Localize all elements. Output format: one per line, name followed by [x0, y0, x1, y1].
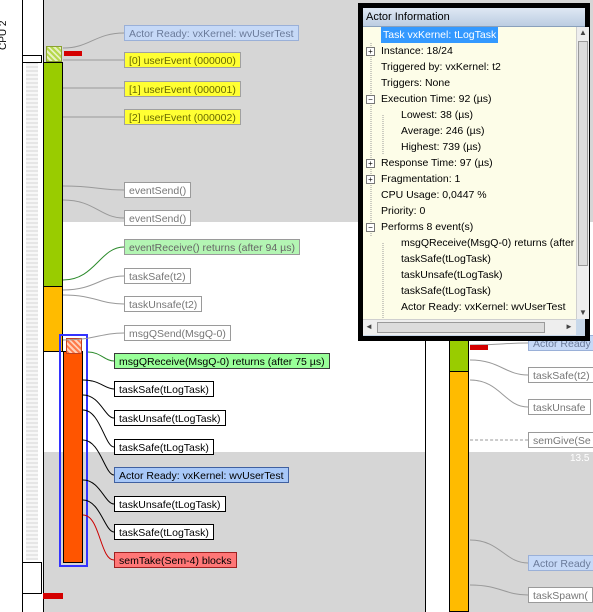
- event-actor-ready-2[interactable]: Actor Ready: vxKernel: wvUserTest: [114, 467, 289, 483]
- actor-information-panel[interactable]: Actor Information Task vxKernel: tLogTas…: [358, 3, 590, 341]
- event-user-event-2[interactable]: [2] userEvent (000002): [124, 109, 241, 125]
- panel-title: Actor Information: [363, 8, 585, 27]
- horizontal-scroll-thumb[interactable]: [377, 322, 545, 333]
- tree-row-event-actor-ready-label: Actor Ready: vxKernel: wvUserTest: [401, 301, 566, 313]
- marker-red-bottom: [43, 593, 63, 599]
- event-event-send-2[interactable]: eventSend(): [124, 210, 192, 226]
- marker-red-top: [64, 51, 82, 56]
- event-task-unsafe-tlog-2[interactable]: taskUnsafe(tLogTask): [114, 496, 226, 512]
- lime-pattern-block: [46, 46, 62, 62]
- event-task-safe-tlog-1[interactable]: taskSafe(tLogTask): [114, 381, 214, 397]
- tree-row-execution-time[interactable]: − Execution Time: 92 (µs): [363, 91, 576, 107]
- tree-row-event-task-safe-2-label: taskSafe(tLogTask): [401, 285, 491, 297]
- tree-row-lowest[interactable]: Lowest: 38 (µs): [363, 107, 576, 123]
- right-lane-track: [425, 300, 450, 612]
- event-task-safe-tlog-3[interactable]: taskSafe(tLogTask): [114, 524, 214, 540]
- event-event-receive[interactable]: eventReceive() returns (after 94 µs): [124, 239, 300, 255]
- tree-row-triggered-by[interactable]: Triggered by: vxKernel: t2: [363, 59, 576, 75]
- right-event-actor-ready-2[interactable]: Actor Ready: [528, 555, 593, 571]
- red-pattern-block: [66, 338, 82, 354]
- tree-row-instance-label: Instance: 18/24: [381, 45, 453, 57]
- right-event-task-safe[interactable]: taskSafe(t2): [528, 367, 593, 383]
- tree-row-cpu-usage[interactable]: CPU Usage: 0,0447 %: [363, 187, 576, 203]
- tree-row-event-msgq[interactable]: msgQReceive(MsgQ-0) returns (after: [363, 235, 576, 251]
- tree-row-triggers[interactable]: Triggers: None: [363, 75, 576, 91]
- selected-task-outline[interactable]: [59, 334, 88, 567]
- tree-row-instance[interactable]: + Instance: 18/24: [363, 43, 576, 59]
- event-user-event-0[interactable]: [0] userEvent (000000): [124, 52, 241, 68]
- actor-tree[interactable]: Task vxKernel: tLogTask + Instance: 18/2…: [363, 27, 576, 319]
- lane-track-dotted: [26, 55, 38, 560]
- tree-row-execution-time-label: Execution Time: 92 (µs): [381, 93, 492, 105]
- tree-row-event-msgq-label: msgQReceive(MsgQ-0) returns (after: [401, 237, 575, 249]
- event-task-unsafe-tlog-1[interactable]: taskUnsafe(tLogTask): [114, 410, 226, 426]
- tree-row-performs[interactable]: − Performs 8 event(s): [363, 219, 576, 235]
- event-msgq-send[interactable]: msgQSend(MsgQ-0): [124, 325, 231, 341]
- timestamp-label: 13.5: [570, 453, 590, 464]
- segment-idle-bottom[interactable]: [22, 562, 42, 594]
- tree-row-highest[interactable]: Highest: 739 (µs): [363, 139, 576, 155]
- horizontal-scrollbar[interactable]: ◄ ►: [363, 319, 576, 335]
- vertical-scroll-thumb[interactable]: [578, 41, 588, 266]
- tree-row-average-label: Average: 246 (µs): [401, 125, 485, 137]
- expand-plus-icon[interactable]: +: [366, 159, 375, 168]
- tree-row-performs-label: Performs 8 event(s): [381, 221, 474, 233]
- right-event-sem-give[interactable]: semGive(Se: [528, 432, 593, 448]
- tree-row-event-task-unsafe-label: taskUnsafe(tLogTask): [401, 269, 503, 281]
- segment-orange[interactable]: [43, 286, 63, 352]
- event-actor-ready[interactable]: Actor Ready: vxKernel: wvUserTest: [124, 25, 299, 41]
- tree-row-highest-label: Highest: 739 (µs): [401, 141, 482, 153]
- tree-row-response-time-label: Response Time: 97 (µs): [381, 157, 493, 169]
- event-event-send-1[interactable]: eventSend(): [124, 182, 192, 198]
- tree-row-response-time[interactable]: + Response Time: 97 (µs): [363, 155, 576, 171]
- event-task-safe-t2[interactable]: taskSafe(t2): [124, 268, 191, 284]
- timeline-band-bottom: [0, 452, 593, 612]
- tree-row-task-label: Task vxKernel: tLogTask: [381, 27, 499, 43]
- tree-row-event-task-safe-1-label: taskSafe(tLogTask): [401, 253, 491, 265]
- event-task-safe-tlog-2[interactable]: taskSafe(tLogTask): [114, 439, 214, 455]
- scroll-right-icon[interactable]: ►: [565, 322, 573, 331]
- tree-row-task[interactable]: Task vxKernel: tLogTask: [363, 27, 576, 43]
- event-sem-take-blocks[interactable]: semTake(Sem-4) blocks: [114, 552, 237, 568]
- right-marker-red: [470, 345, 488, 350]
- vertical-scrollbar[interactable]: ▲ ▼: [576, 27, 589, 319]
- segment-idle-top[interactable]: [22, 55, 42, 63]
- tree-row-priority[interactable]: Priority: 0: [363, 203, 576, 219]
- event-user-event-1[interactable]: [1] userEvent (000001): [124, 81, 241, 97]
- scroll-left-icon[interactable]: ◄: [365, 322, 373, 331]
- tree-row-fragmentation[interactable]: + Fragmentation: 1: [363, 171, 576, 187]
- right-segment-orange[interactable]: [449, 371, 469, 612]
- tree-row-event-actor-ready[interactable]: Actor Ready: vxKernel: wvUserTest: [363, 299, 576, 315]
- tree-row-fragmentation-label: Fragmentation: 1: [381, 173, 461, 185]
- tree-guide-lines: [370, 43, 384, 319]
- tree-row-cpu-usage-label: CPU Usage: 0,0447 %: [381, 189, 487, 201]
- scroll-down-icon[interactable]: ▼: [579, 308, 587, 317]
- collapse-minus-icon[interactable]: −: [366, 95, 375, 104]
- tree-row-triggered-by-label: Triggered by: vxKernel: t2: [381, 61, 501, 73]
- tree-row-event-task-safe-2[interactable]: taskSafe(tLogTask): [363, 283, 576, 299]
- tree-row-triggers-label: Triggers: None: [381, 77, 451, 89]
- tree-row-lowest-label: Lowest: 38 (µs): [401, 109, 473, 121]
- tree-row-average[interactable]: Average: 246 (µs): [363, 123, 576, 139]
- right-event-task-unsafe[interactable]: taskUnsafe: [528, 399, 591, 415]
- event-msgq-receive[interactable]: msgQReceive(MsgQ-0) returns (after 75 µs…: [114, 353, 330, 369]
- right-event-task-spawn[interactable]: taskSpawn(: [528, 587, 593, 603]
- tree-row-event-task-safe-1[interactable]: taskSafe(tLogTask): [363, 251, 576, 267]
- tree-row-event-task-unsafe[interactable]: taskUnsafe(tLogTask): [363, 267, 576, 283]
- collapse-minus-icon[interactable]: −: [366, 223, 375, 232]
- event-task-unsafe-t2[interactable]: taskUnsafe(t2): [124, 296, 203, 312]
- tree-row-priority-label: Priority: 0: [381, 205, 426, 217]
- scroll-up-icon[interactable]: ▲: [579, 28, 587, 37]
- expand-plus-icon[interactable]: +: [366, 47, 375, 56]
- expand-plus-icon[interactable]: +: [366, 175, 375, 184]
